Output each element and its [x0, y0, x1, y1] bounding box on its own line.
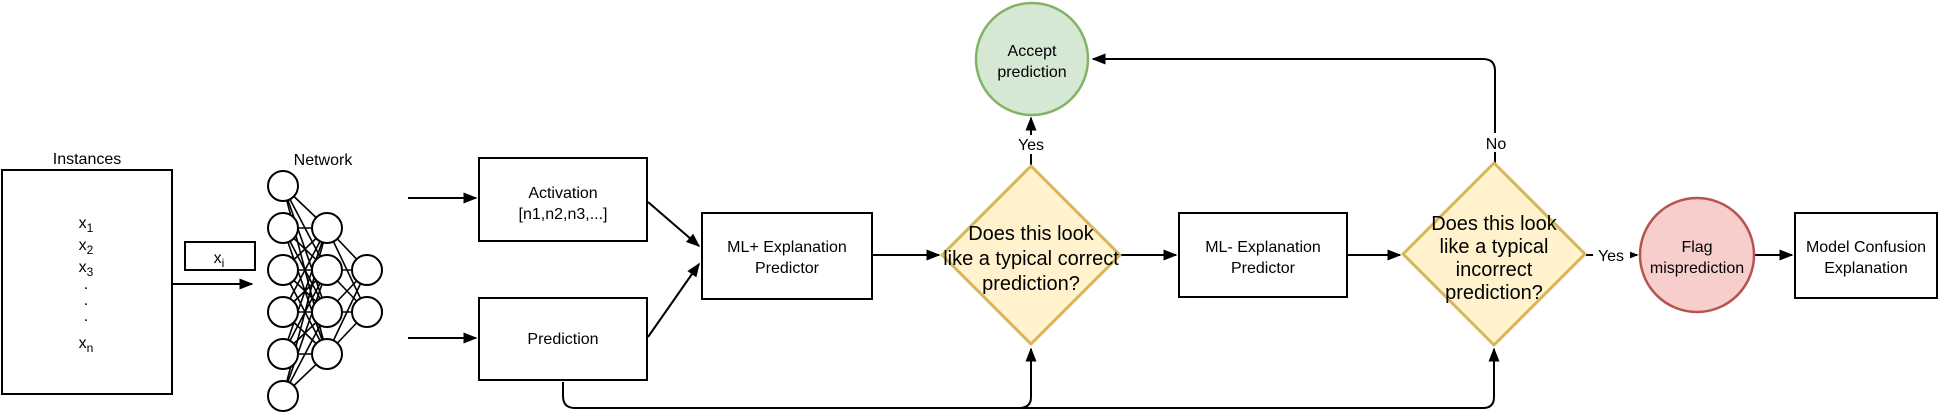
decision-correct-line3: prediction? — [982, 273, 1080, 295]
instances-box — [1, 169, 173, 395]
ml-plus-label-line1: ML+ Explanation — [727, 239, 847, 256]
activation-label-line1: Activation — [528, 185, 597, 202]
flag-misprediction-circle — [1638, 196, 1756, 314]
model-confusion-node: Model Confusion Explanation — [1794, 212, 1938, 299]
sample-base: x — [214, 250, 222, 267]
decision-incorrect-diamond — [1401, 161, 1587, 347]
edge-prediction-to-mlplus — [647, 262, 700, 338]
yes-label: Yes — [1018, 137, 1044, 154]
edge-activation-to-mlplus — [647, 201, 701, 247]
instance-sub: 3 — [87, 265, 94, 279]
instance-sub: n — [87, 341, 94, 355]
instance-item: xn — [79, 335, 94, 355]
edge-decision2-no-to-accept — [1091, 53, 1496, 163]
model-confusion-box — [1794, 212, 1938, 299]
decision-correct-diamond — [940, 164, 1122, 346]
instance-item: x2 — [79, 237, 94, 257]
ml-plus-label-line2: Predictor — [755, 260, 820, 277]
prediction-box — [478, 297, 648, 381]
instance-sub: 1 — [87, 221, 94, 235]
prediction-node: Prediction — [478, 297, 648, 381]
network-label: Network — [294, 152, 354, 169]
ml-minus-label-line2: Predictor — [1231, 260, 1296, 277]
edge-feedback-branch-to-decision1 — [1018, 347, 1037, 409]
instance-item-dot: . — [84, 292, 88, 309]
sample-node: xi — [184, 241, 256, 271]
accept-prediction-node: Accept prediction — [974, 1, 1090, 117]
decision-incorrect-line3: incorrect — [1456, 259, 1533, 281]
decision-incorrect-line1: Does this look — [1431, 213, 1558, 235]
instance-item-dot: . — [84, 276, 88, 293]
decision-incorrect-line4: prediction? — [1445, 282, 1543, 304]
ml-minus-predictor-node: ML- Explanation Predictor — [1178, 212, 1348, 298]
decision-incorrect-line2: like a typical — [1440, 236, 1549, 258]
flag-misprediction-node: Flag misprediction — [1638, 196, 1756, 314]
instance-base: x — [79, 259, 87, 276]
instance-base: x — [79, 335, 87, 352]
accept-label-line1: Accept — [1008, 43, 1057, 60]
sample-label: xi — [214, 250, 225, 270]
ml-plus-predictor-node: ML+ Explanation Predictor — [701, 212, 873, 300]
decision-correct-node: Does this look like a typical correct pr… — [940, 164, 1122, 346]
decision-correct-line1: Does this look — [968, 223, 1095, 245]
edge-label-yes-flag: Yes — [1593, 245, 1630, 265]
activation-box — [478, 157, 648, 242]
prediction-label: Prediction — [527, 331, 598, 348]
model-confusion-line2: Explanation — [1824, 260, 1908, 277]
instances-node: Instances x1 x2 x3 . . . xn — [1, 151, 173, 395]
instances-label: Instances — [53, 151, 121, 168]
no-label: No — [1486, 136, 1507, 153]
neural-network-graphic: Network — [267, 152, 383, 412]
sample-box — [184, 241, 256, 271]
instance-base: x — [79, 237, 87, 254]
edge-label-yes-accept: Yes — [1012, 135, 1050, 154]
instance-item: x3 — [79, 259, 94, 279]
instance-sub: 2 — [87, 243, 94, 257]
instance-item: x1 — [79, 215, 94, 235]
yes-label: Yes — [1598, 248, 1624, 265]
ml-plus-box — [701, 212, 873, 300]
network-neurons — [267, 170, 383, 412]
activation-label-line2: [n1,n2,n3,...] — [519, 206, 608, 223]
flag-label-line1: Flag — [1681, 239, 1712, 256]
ml-minus-box — [1178, 212, 1348, 298]
instance-base: x — [79, 215, 87, 232]
activation-node: Activation [n1,n2,n3,...] — [478, 157, 648, 242]
edge-prediction-feedback-line — [562, 347, 1500, 409]
instance-item-dot: . — [84, 308, 88, 325]
accept-label-line2: prediction — [997, 64, 1066, 81]
model-confusion-line1: Model Confusion — [1806, 239, 1926, 256]
accept-prediction-circle — [974, 1, 1090, 117]
decision-correct-line2: like a typical correct — [943, 248, 1119, 270]
ml-minus-label-line1: ML- Explanation — [1205, 239, 1321, 256]
decision-incorrect-node: Does this look like a typical incorrect … — [1401, 161, 1587, 347]
edge-label-no-loop: No — [1481, 133, 1511, 153]
label-halo — [1012, 135, 1050, 154]
flag-label-line2: misprediction — [1650, 260, 1744, 277]
label-halo — [1593, 245, 1630, 264]
sample-sub: i — [222, 256, 225, 270]
label-halo — [1481, 133, 1511, 152]
